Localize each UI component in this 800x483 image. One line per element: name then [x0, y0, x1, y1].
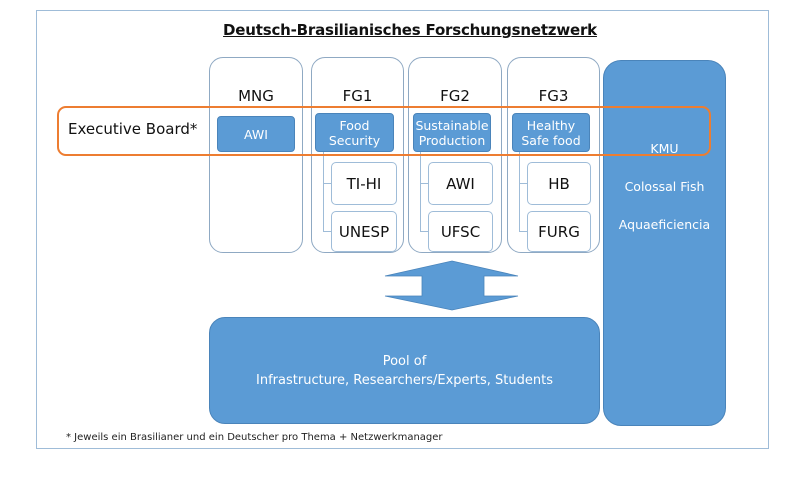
executive-board-label: Executive Board*: [68, 120, 198, 138]
tree-connector: [519, 183, 527, 184]
pool-description: Infrastructure, Researchers/Experts, Stu…: [256, 372, 553, 388]
kmu-member: Colossal Fish: [624, 179, 705, 194]
member-box: UNESP: [331, 211, 397, 252]
diagram-title: Deutsch-Brasilianisches Forschungsnetzwe…: [223, 21, 597, 39]
member-box: TI-HI: [331, 162, 397, 205]
member-box: FURG: [527, 211, 591, 252]
pool-box: Pool of Infrastructure, Researchers/Expe…: [209, 317, 600, 424]
column-label: FG2: [440, 87, 470, 105]
kmu-member: Aquaeficiencia: [618, 217, 711, 232]
footnote: * Jeweils ein Brasilianer und ein Deutsc…: [66, 432, 443, 443]
theme-line: Sustainable: [415, 117, 489, 133]
member-label: UNESP: [338, 222, 390, 241]
double-arrow-icon: [384, 260, 519, 311]
theme-line: Safe food: [521, 132, 581, 148]
member-label: TI-HI: [346, 174, 382, 193]
member-box: AWI: [428, 162, 493, 205]
theme-line: Healthy: [526, 117, 576, 133]
pool-title: Pool of: [382, 353, 427, 369]
kmu-box: KMU Colossal Fish Aquaeficiencia: [603, 60, 726, 426]
tree-connector: [323, 152, 324, 231]
tree-connector: [420, 183, 428, 184]
column-label: MNG: [238, 87, 274, 105]
member-label: FURG: [538, 222, 580, 241]
double-arrow-shape: [384, 260, 519, 311]
column-label: FG3: [538, 87, 569, 105]
column-label: FG1: [342, 87, 373, 105]
theme-box-mng: AWI: [217, 116, 295, 152]
tree-connector: [420, 231, 428, 232]
executive-board-highlight: [57, 106, 711, 156]
theme-label: AWI: [244, 126, 268, 142]
tree-connector: [519, 231, 527, 232]
kmu-label: KMU: [650, 141, 679, 156]
member-label: UFSC: [440, 222, 481, 241]
theme-line: Security: [328, 132, 381, 148]
tree-connector: [323, 231, 331, 232]
theme-line: Food: [339, 117, 370, 133]
member-label: HB: [548, 174, 570, 193]
member-box: UFSC: [428, 211, 493, 252]
member-label: AWI: [446, 174, 475, 193]
member-box: HB: [527, 162, 591, 205]
tree-connector: [420, 152, 421, 231]
theme-line: Production: [418, 132, 486, 148]
tree-connector: [519, 152, 520, 231]
tree-connector: [323, 183, 331, 184]
